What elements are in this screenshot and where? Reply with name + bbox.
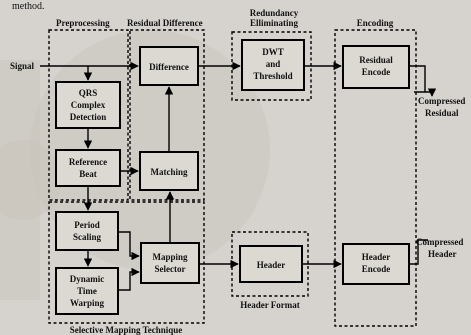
label-redundancy-line2: Elliminating <box>250 18 299 28</box>
period-line2: Scaling <box>73 232 102 242</box>
header-encode-line2: Encode <box>362 264 391 274</box>
compressed-residual-line2: Residual <box>425 108 459 118</box>
block-mapping-selector <box>141 243 199 283</box>
dwt-line3: Threshold <box>253 71 292 81</box>
qrs-line2: Complex <box>71 100 106 110</box>
signal-label: Signal <box>10 61 35 71</box>
dtw-line3: Warping <box>70 298 105 308</box>
compressed-header-line2: Header <box>428 249 457 259</box>
dtw-line2: Time <box>77 286 97 296</box>
period-line1: Period <box>74 220 100 230</box>
difference-label: Difference <box>149 62 189 72</box>
qrs-line1: QRS <box>79 88 98 98</box>
label-encoding: Encoding <box>357 18 394 28</box>
background-watermark <box>0 30 270 300</box>
compressed-residual-line1: Compressed <box>418 96 465 106</box>
label-header-format: Header Format <box>240 300 300 310</box>
label-residual-difference: Residual Difference <box>127 18 203 28</box>
header-label: Header <box>257 260 286 270</box>
reference-line2: Beat <box>79 169 97 179</box>
label-preprocessing: Preprocessing <box>56 18 110 28</box>
header-encode-line1: Header <box>362 252 391 262</box>
matching-label: Matching <box>151 167 188 177</box>
label-redundancy-line1: Redundancy <box>250 8 299 18</box>
compressed-header-line1: Compressed <box>416 237 463 247</box>
residual-encode-line1: Residual <box>359 55 393 65</box>
caption-fragment: method. <box>12 1 45 12</box>
reference-line1: Reference <box>69 157 107 167</box>
residual-encode-line2: Encode <box>362 67 391 77</box>
block-reference-beat <box>56 150 120 186</box>
mapping-line1: Mapping <box>152 252 188 262</box>
qrs-line3: Detection <box>70 112 106 122</box>
dwt-line2: and <box>266 59 281 69</box>
label-selective-mapping: Selective Mapping Technique <box>70 325 183 335</box>
dwt-line1: DWT <box>262 47 284 57</box>
mapping-line2: Selector <box>155 264 186 274</box>
dtw-line1: Dynamic <box>70 274 105 284</box>
block-period-scaling <box>56 212 118 250</box>
